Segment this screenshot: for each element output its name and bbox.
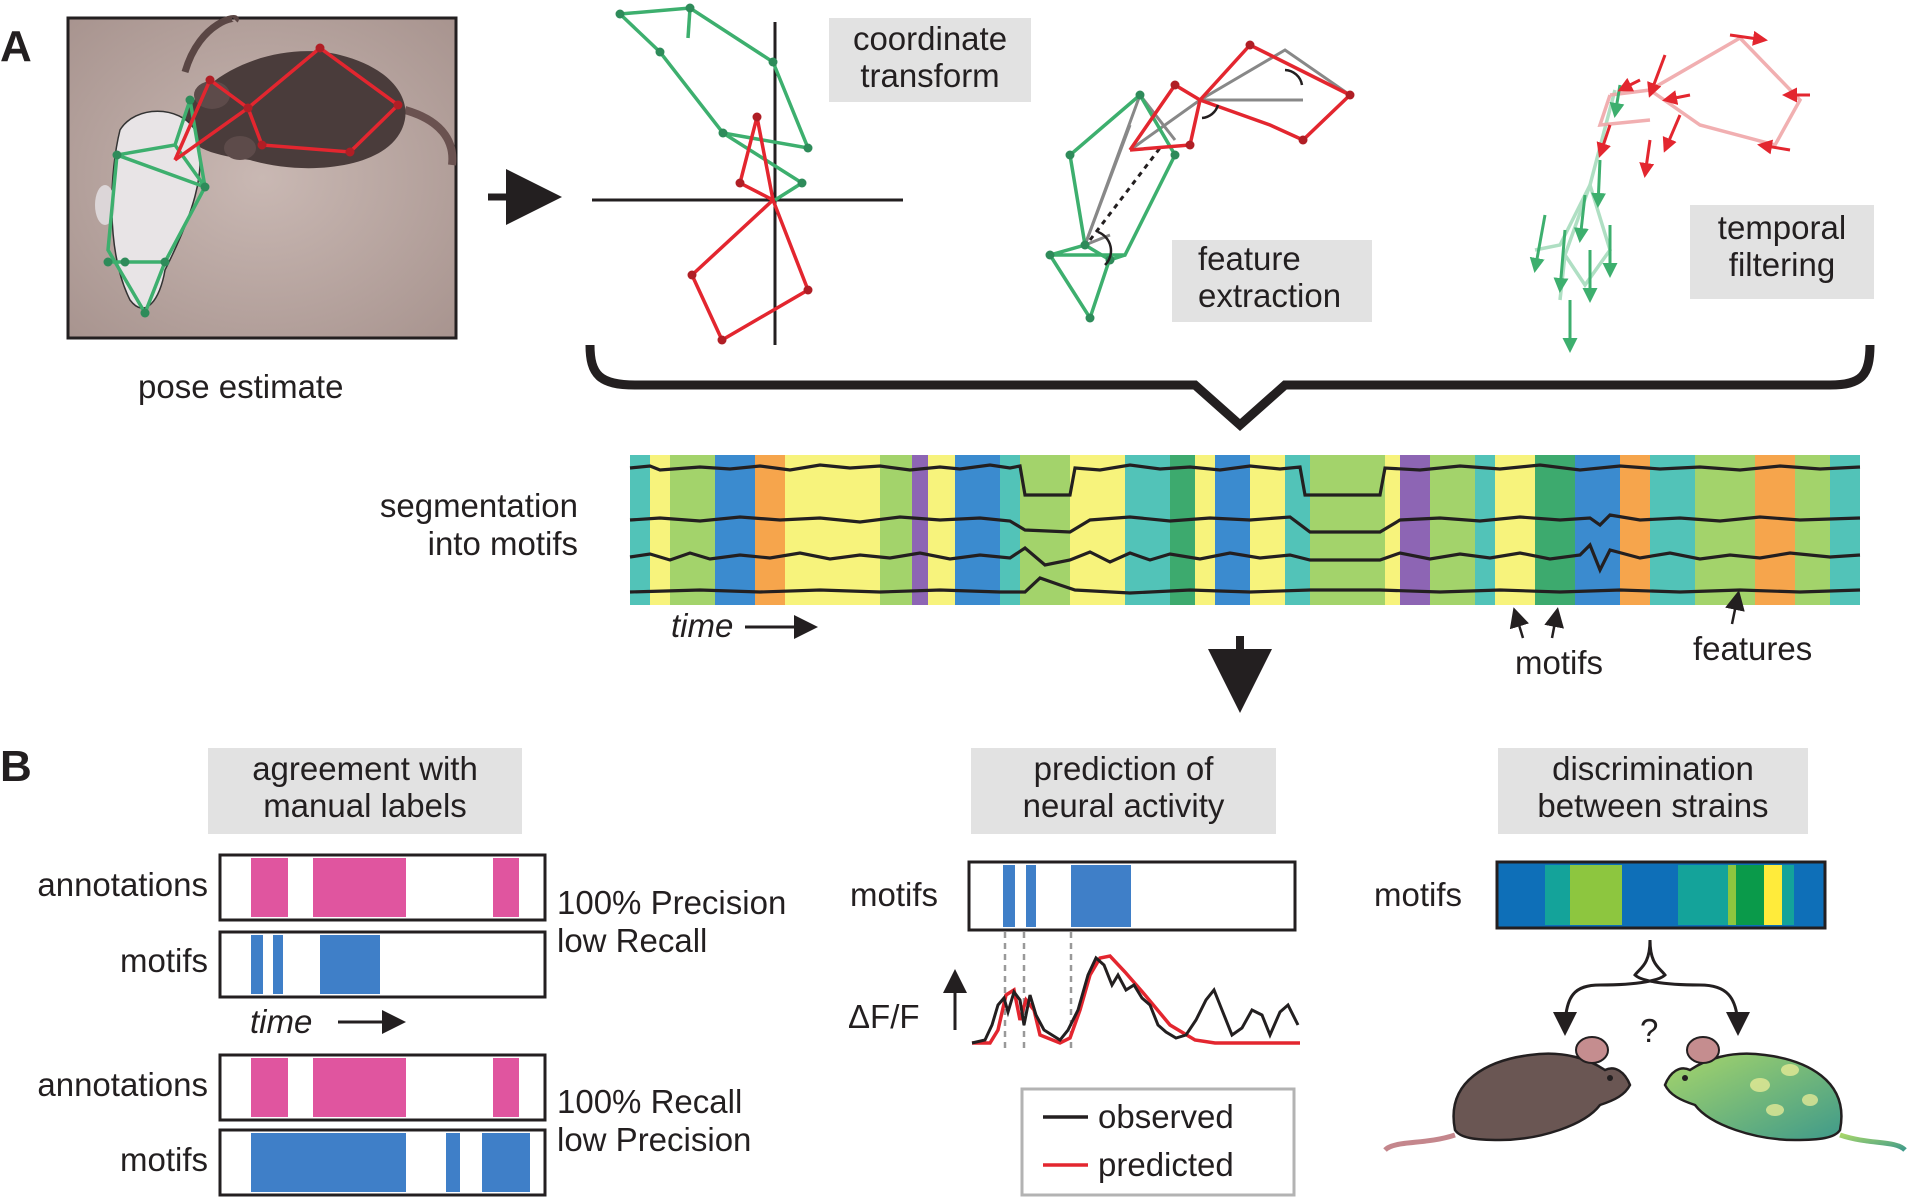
motif-segment bbox=[1430, 455, 1475, 605]
pose-estimate-caption: pose estimate bbox=[138, 368, 344, 405]
motif-segment bbox=[1575, 455, 1620, 605]
feature-extraction-line1: feature bbox=[1198, 240, 1301, 277]
motif-segment bbox=[630, 455, 650, 605]
motif-segment bbox=[928, 455, 955, 605]
legend-predicted: predicted bbox=[1098, 1146, 1234, 1183]
annotations-row-label-2: annotations bbox=[37, 1066, 208, 1103]
motifs-callout: motifs bbox=[1515, 644, 1604, 681]
neural-title-line1: prediction of bbox=[1033, 750, 1214, 787]
motif-segment bbox=[650, 455, 670, 605]
motifs-row-label-2: motifs bbox=[119, 1141, 208, 1178]
motif-segment bbox=[1000, 455, 1020, 605]
motif-segment bbox=[670, 455, 715, 605]
motif-segment bbox=[1535, 455, 1575, 605]
motif-segment bbox=[1400, 455, 1430, 605]
motif-segment bbox=[785, 455, 880, 605]
motif-segment bbox=[1070, 455, 1125, 605]
strains-title-line1: discrimination bbox=[1552, 750, 1754, 787]
feature-extraction-illustration bbox=[1045, 40, 1355, 323]
temporal-filtering-line2: filtering bbox=[1728, 246, 1836, 283]
motif-segment bbox=[1650, 455, 1695, 605]
neural-title: prediction of neural activity bbox=[971, 748, 1276, 834]
coordinate-transform-label: coordinate transform bbox=[829, 18, 1031, 102]
motif-segment bbox=[1620, 455, 1650, 605]
pose-estimate-image bbox=[66, 15, 458, 340]
motif-segment bbox=[1250, 455, 1285, 605]
coordinate-transform-illustration bbox=[592, 3, 903, 345]
motif-segment bbox=[1830, 455, 1860, 605]
motif-segment bbox=[755, 455, 785, 605]
neural-activity-diagram bbox=[943, 860, 1300, 1197]
motif-segment bbox=[955, 455, 1000, 605]
case-recall-label: 100% Recall low Precision bbox=[557, 1083, 751, 1159]
motif-segment bbox=[1310, 455, 1385, 605]
motif-segment bbox=[1795, 455, 1830, 605]
motif-segment bbox=[880, 455, 912, 605]
time-axis-label: time bbox=[671, 607, 734, 644]
motif-segment bbox=[1215, 455, 1250, 605]
motif-segment bbox=[912, 455, 928, 605]
motif-segment bbox=[1495, 455, 1535, 605]
merge-brace bbox=[585, 344, 1875, 432]
strain-discrimination-diagram bbox=[1383, 860, 1907, 1153]
coordinate-transform-line1: coordinate bbox=[852, 20, 1008, 57]
annotations-row-label-1: annotations bbox=[37, 866, 208, 903]
motif-segment bbox=[1170, 455, 1195, 605]
segmentation-strip bbox=[629, 455, 1861, 639]
coordinate-transform-line2: transform bbox=[860, 57, 1000, 94]
motif-segment bbox=[1125, 455, 1170, 605]
temporal-filtering-illustration bbox=[1529, 30, 1810, 353]
dff-label: ΔF/F bbox=[848, 998, 920, 1035]
case-precision-label: 100% Precision low Recall bbox=[557, 884, 786, 960]
panel-label-b: B bbox=[0, 742, 32, 791]
temporal-filtering-line1: temporal bbox=[1717, 209, 1847, 246]
agreement-title: agreement with manual labels bbox=[208, 748, 522, 834]
strains-title-line2: between strains bbox=[1537, 787, 1769, 824]
case-precision-line2: low Recall bbox=[557, 922, 708, 959]
segmentation-line1: segmentation bbox=[379, 487, 578, 524]
motif-segment bbox=[715, 455, 755, 605]
case-precision-line1: 100% Precision bbox=[557, 884, 787, 921]
temporal-filtering-label: temporal filtering bbox=[1690, 205, 1874, 299]
motif-segment bbox=[1195, 455, 1215, 605]
motif-segment bbox=[1385, 455, 1400, 605]
agreement-time-label: time bbox=[250, 1003, 313, 1040]
strains-title: discrimination between strains bbox=[1498, 748, 1808, 834]
segmentation-line2: into motifs bbox=[427, 525, 578, 562]
neural-title-line2: neural activity bbox=[1022, 787, 1225, 824]
feature-extraction-label: feature extraction bbox=[1172, 240, 1372, 322]
features-callout: features bbox=[1693, 630, 1813, 667]
case-recall-line2: low Precision bbox=[557, 1121, 752, 1158]
question-mark: ? bbox=[1640, 1012, 1659, 1049]
motif-segment bbox=[1475, 455, 1495, 605]
panel-label-a: A bbox=[0, 22, 32, 71]
legend-observed: observed bbox=[1098, 1098, 1234, 1135]
case-recall-line1: 100% Recall bbox=[557, 1083, 743, 1120]
strains-motifs-label: motifs bbox=[1374, 876, 1463, 913]
motif-segment bbox=[1695, 455, 1755, 605]
agreement-title-line2: manual labels bbox=[263, 787, 467, 824]
segmentation-label: segmentation into motifs bbox=[330, 487, 578, 563]
agreement-title-line1: agreement with bbox=[252, 750, 478, 787]
agreement-diagram bbox=[218, 853, 547, 1197]
feature-extraction-line2: extraction bbox=[1198, 277, 1342, 314]
motifs-row-label-1: motifs bbox=[119, 942, 208, 979]
motif-segment bbox=[1755, 455, 1795, 605]
neural-motifs-label: motifs bbox=[850, 876, 939, 913]
